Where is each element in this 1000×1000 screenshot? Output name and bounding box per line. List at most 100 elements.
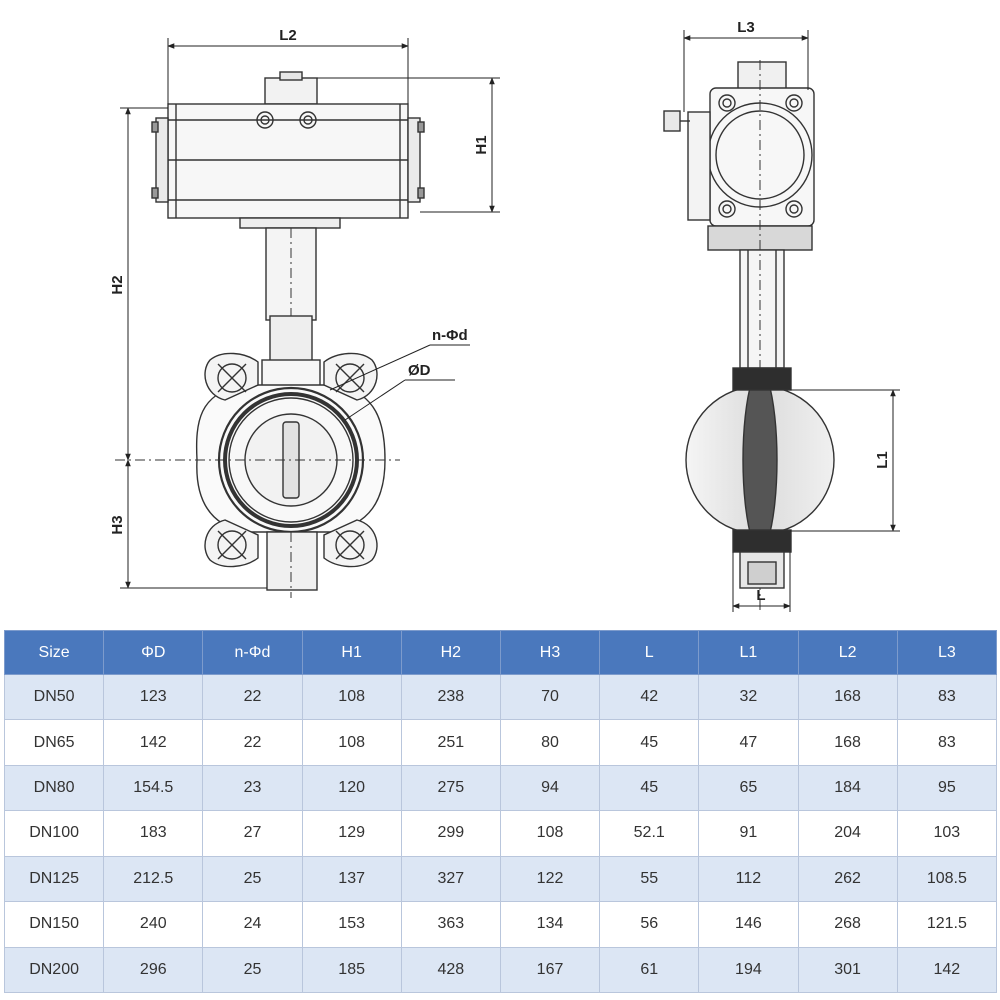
table-cell: 167 bbox=[499, 946, 601, 994]
table-cell: 108 bbox=[301, 719, 402, 766]
table-cell: 183 bbox=[103, 810, 204, 857]
table-cell: 22 bbox=[202, 719, 303, 766]
front-dimensions bbox=[120, 38, 500, 589]
table-cell: 142 bbox=[103, 719, 204, 766]
header-h1: H1 bbox=[301, 630, 402, 675]
header-h2: H2 bbox=[400, 630, 501, 675]
table-header-row: Size ΦD n-Φd H1 H2 H3 L L1 L2 L3 bbox=[3, 630, 998, 675]
table-cell: 184 bbox=[797, 764, 898, 812]
table-cell: DN125 bbox=[3, 855, 105, 903]
valve-body bbox=[115, 352, 400, 598]
stem bbox=[261, 227, 321, 440]
table-cell: 268 bbox=[797, 901, 898, 948]
actuator bbox=[151, 71, 425, 229]
label-l2: L2 bbox=[279, 27, 297, 44]
table-cell: DN200 bbox=[3, 946, 105, 994]
table-cell: 194 bbox=[698, 946, 799, 994]
table-cell: 142 bbox=[896, 946, 998, 994]
table-cell: 24 bbox=[202, 901, 303, 948]
table-cell: 83 bbox=[896, 719, 998, 766]
table-cell: 299 bbox=[400, 810, 501, 857]
table-cell: 70 bbox=[499, 673, 601, 721]
label-od: ØD bbox=[408, 362, 431, 379]
label-h3: H3 bbox=[109, 515, 126, 534]
table-cell: 238 bbox=[400, 673, 501, 721]
table-cell: 212.5 bbox=[103, 855, 204, 903]
table-cell: 27 bbox=[202, 810, 303, 857]
header-nd: n-Φd bbox=[202, 630, 303, 675]
table-cell: DN50 bbox=[3, 673, 105, 721]
table-cell: 80 bbox=[499, 719, 601, 766]
label-h2: H2 bbox=[109, 275, 126, 294]
table-cell: 296 bbox=[103, 946, 204, 994]
table-cell: 47 bbox=[698, 719, 799, 766]
table-cell: 262 bbox=[797, 855, 898, 903]
table-cell: 56 bbox=[599, 901, 700, 948]
table-cell: 65 bbox=[698, 764, 799, 812]
table-cell: 129 bbox=[301, 810, 402, 857]
table-cell: 146 bbox=[698, 901, 799, 948]
table-cell: 240 bbox=[103, 901, 204, 948]
table-cell: 108 bbox=[499, 810, 601, 857]
label-h1: H1 bbox=[473, 135, 490, 154]
table-cell: DN100 bbox=[3, 810, 105, 857]
table-cell: 363 bbox=[400, 901, 501, 948]
label-l3: L3 bbox=[737, 19, 755, 36]
table-cell: 251 bbox=[400, 719, 501, 766]
label-nd: n-Φd bbox=[432, 327, 468, 344]
table-cell: 120 bbox=[301, 764, 402, 812]
table-cell: 108.5 bbox=[896, 855, 998, 903]
table-cell: 122 bbox=[499, 855, 601, 903]
header-l1: L1 bbox=[698, 630, 799, 675]
table-cell: 428 bbox=[400, 946, 501, 994]
table-cell: 327 bbox=[400, 855, 501, 903]
valve-drawing: L2 H1 H2 H3 n-Φd ØD bbox=[109, 19, 900, 612]
table-cell: 95 bbox=[896, 764, 998, 812]
table-cell: 45 bbox=[599, 719, 700, 766]
lug-bottom-right bbox=[323, 519, 378, 568]
header-size: Size bbox=[3, 630, 105, 675]
table-cell: 55 bbox=[599, 855, 700, 903]
table-cell: 168 bbox=[797, 673, 898, 721]
side-dimensions bbox=[683, 30, 900, 612]
header-l3: L3 bbox=[896, 630, 998, 675]
side-disc bbox=[685, 367, 835, 553]
table-cell: 121.5 bbox=[896, 901, 998, 948]
side-dimension-labels: L3 L1 L bbox=[737, 19, 891, 604]
table-cell: 123 bbox=[103, 673, 204, 721]
header-h3: H3 bbox=[499, 630, 601, 675]
table-cell: 154.5 bbox=[103, 764, 204, 812]
table-cell: DN65 bbox=[3, 719, 105, 766]
table-cell: 52.1 bbox=[599, 810, 700, 857]
table-cell: 112 bbox=[698, 855, 799, 903]
label-l: L bbox=[756, 587, 765, 604]
table-cell: 204 bbox=[797, 810, 898, 857]
table-cell: 45 bbox=[599, 764, 700, 812]
header-l: L bbox=[599, 630, 700, 675]
side-bottom bbox=[739, 551, 785, 589]
side-actuator bbox=[663, 61, 815, 251]
lug-bottom-left bbox=[204, 519, 259, 568]
table-cell: 22 bbox=[202, 673, 303, 721]
table-cell: 83 bbox=[896, 673, 998, 721]
label-l1: L1 bbox=[874, 451, 891, 469]
table-cell: 185 bbox=[301, 946, 402, 994]
front-dimension-labels: L2 H1 H2 H3 n-Φd ØD bbox=[109, 27, 490, 535]
table-cell: 103 bbox=[896, 810, 998, 857]
table-cell: 94 bbox=[499, 764, 601, 812]
table-cell: 168 bbox=[797, 719, 898, 766]
table-cell: 61 bbox=[599, 946, 700, 994]
table-cell: 153 bbox=[301, 901, 402, 948]
side-view bbox=[663, 60, 835, 612]
table-cell: 25 bbox=[202, 946, 303, 994]
table-cell: DN150 bbox=[3, 901, 105, 948]
table-cell: 137 bbox=[301, 855, 402, 903]
